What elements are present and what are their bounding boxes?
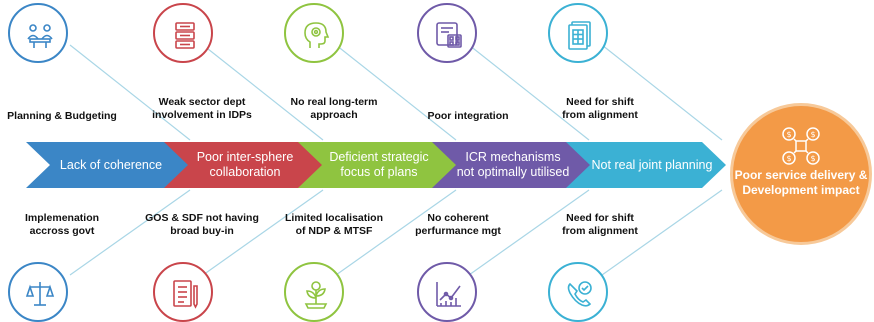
svg-text:$: $ (786, 130, 791, 139)
bone-bottom-4 (468, 189, 590, 276)
stage-1-label: Lack of coherence (59, 157, 163, 172)
stage-arrow-5 (566, 142, 726, 188)
stage-5-label: Not real joint planning (591, 157, 713, 172)
stage-2-label: Poor inter-sphere collaboration (196, 150, 294, 179)
ladder-list-icon (153, 3, 213, 63)
bone-top-4 (468, 44, 590, 141)
growth-chart-icon (417, 262, 477, 322)
svg-text:$: $ (786, 154, 791, 163)
bone-bottom-5 (601, 189, 723, 276)
stage-arrow-3 (298, 142, 458, 188)
bottom-cause-3-label: Limited localisation of NDP & MTSF (284, 212, 384, 237)
meeting-icon (8, 3, 68, 63)
bone-top-1 (69, 44, 191, 141)
dollar-network-icon: $ $ $ $ (782, 127, 820, 165)
outcome-label: Poor service delivery & Development impa… (734, 168, 868, 197)
svg-text:$: $ (810, 154, 815, 163)
bone-bottom-3 (335, 189, 457, 276)
bone-bottom-2 (202, 189, 324, 276)
dashboard-icon (417, 3, 477, 63)
stage-arrow-1 (26, 142, 190, 188)
bone-top-5 (601, 44, 723, 141)
bone-top-3 (335, 44, 457, 141)
bottom-cause-1-label: Implemenation accross govt (24, 212, 100, 237)
top-cause-2-label: Weak sector dept involvement in IDPs (152, 96, 252, 121)
stage-arrow-4 (432, 142, 592, 188)
scales-icon (8, 262, 68, 322)
spreadsheet-icon (548, 3, 608, 63)
stage-3-label: Deficient strategic focus of plans (329, 150, 429, 179)
money-plant-icon (284, 262, 344, 322)
svg-text:$: $ (810, 130, 815, 139)
head-mind-icon (284, 3, 344, 63)
top-cause-5-label: Need for shift from alignment (562, 96, 638, 121)
top-cause-4-label: Poor integration (427, 110, 509, 122)
bottom-cause-2-label: GOS & SDF not having broad buy-in (145, 212, 259, 237)
bottom-cause-5-label: Need for shift from alignment (562, 212, 638, 237)
bottom-cause-4-label: No coherent perfurmance mgt (415, 212, 501, 237)
outcome-circle: $ $ $ $ (730, 103, 872, 245)
stage-arrow-2 (164, 142, 324, 188)
stage-4-label: ICR mechanisms not optimally utilised (456, 150, 570, 179)
bone-top-2 (202, 44, 324, 141)
checklist-pencil-icon (153, 262, 213, 322)
top-cause-1-label: Planning & Budgeting (7, 110, 117, 122)
support-call-icon (548, 262, 608, 322)
top-cause-3-label: No real long-term approach (290, 96, 378, 121)
bone-bottom-1 (69, 189, 191, 276)
